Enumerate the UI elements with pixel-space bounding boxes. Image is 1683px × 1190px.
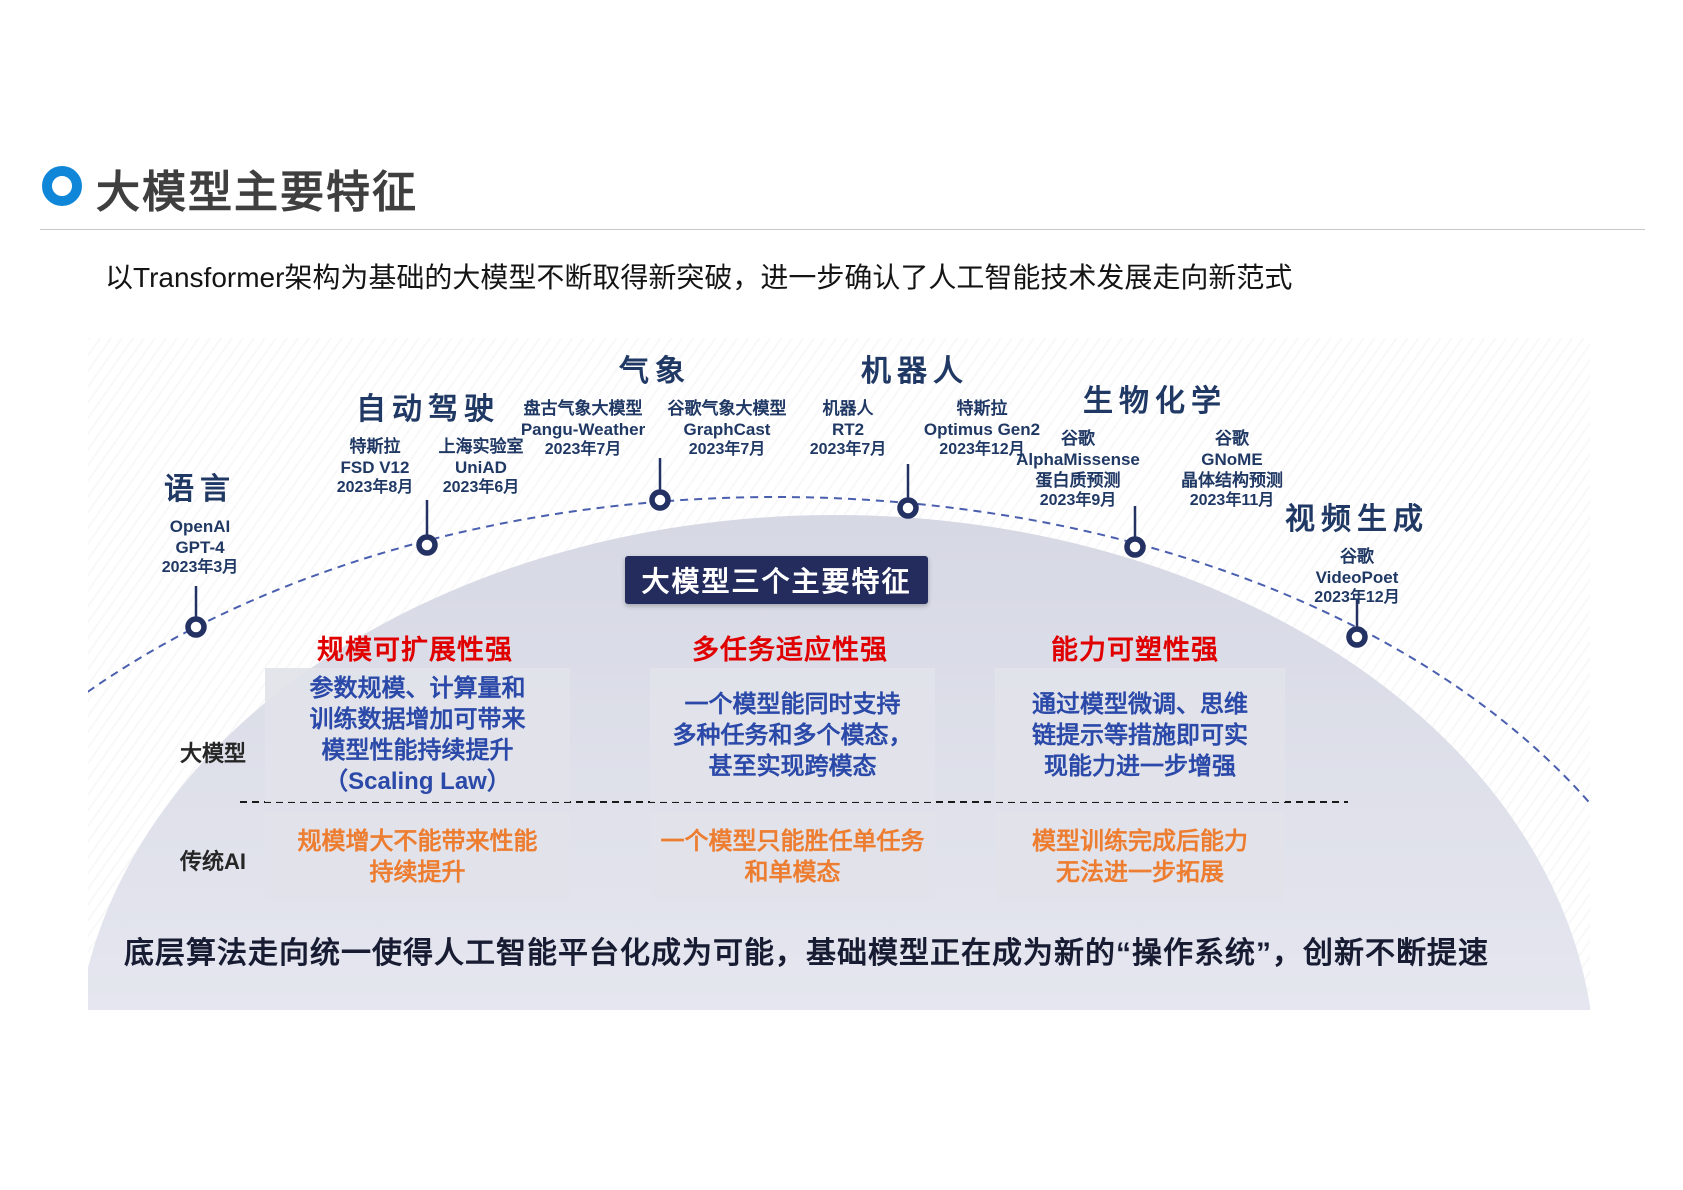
timeline-entry: 盘古气象大模型 Pangu-Weather 2023年7月	[515, 398, 651, 460]
category-title: 气象	[619, 355, 691, 388]
entry-name: 特斯拉 FSD V12	[340, 437, 410, 477]
title-divider	[40, 229, 1645, 230]
timeline-entry: 上海实验室 UniAD 2023年6月	[432, 436, 530, 498]
timeline-category-video-generation: 视频生成 谷歌 VideoPoet 2023年12月	[1277, 494, 1437, 608]
row-label-large-model: 大模型	[179, 741, 246, 766]
entry-date: 2023年7月	[544, 441, 622, 458]
traditional-ai-box-scalability: 规模增大不能带来性能 持续提升	[265, 812, 570, 902]
large-model-box-plasticity: 通过模型微调、思维 链提示等措施即可实 现能力进一步增强	[995, 668, 1285, 802]
timeline-entry: 谷歌 VideoPoet 2023年12月	[1277, 546, 1437, 608]
timeline-category-language: 语言 OpenAI GPT-4 2023年3月	[120, 464, 280, 578]
timeline-entry: 谷歌气象大模型 GraphCast 2023年7月	[659, 398, 795, 460]
entry-date: 2023年6月	[442, 479, 520, 496]
entry-date: 2023年11月	[1189, 492, 1275, 509]
feature-title-plasticity: 能力可塑性强	[1051, 635, 1219, 665]
entry-name: 谷歌 GNoME 晶体结构预测	[1181, 429, 1283, 490]
large-model-box-multitask: 一个模型能同时支持 多种任务和多个模态， 甚至实现跨模态	[650, 668, 935, 802]
bottom-statement: 底层算法走向统一使得人工智能平台化成为可能，基础模型正在成为新的“操作系统”，创…	[124, 937, 1489, 970]
marker-stems	[194, 458, 1359, 628]
entry-date: 2023年12月	[939, 441, 1025, 458]
category-title: 语言	[164, 473, 236, 506]
title-bullet-icon	[42, 166, 82, 206]
traditional-ai-box-multitask: 一个模型只能胜任单任务 和单模态	[650, 812, 935, 902]
entry-name: 上海实验室 UniAD	[438, 437, 524, 477]
timeline-category-robotics: 机器人 机器人 RT2 2023年7月 特斯拉 Optimus Gen2 202…	[785, 346, 1045, 460]
entry-name: 谷歌 AlphaMissense 蛋白质预测	[1016, 429, 1140, 490]
subtitle: 以Transformer架构为基础的大模型不断取得新突破，进一步确认了人工智能技…	[105, 262, 1293, 293]
large-model-box-scalability: 参数规模、计算量和 训练数据增加可带来 模型性能持续提升 （Scaling La…	[265, 668, 570, 802]
entry-name: 谷歌 VideoPoet	[1315, 547, 1399, 587]
timeline-category-biochemistry: 生物化学 谷歌 AlphaMissense 蛋白质预测 2023年9月 谷歌 G…	[1005, 376, 1305, 511]
traditional-ai-box-plasticity: 模型训练完成后能力 无法进一步拓展	[995, 812, 1285, 902]
entry-name: 机器人 RT2	[822, 399, 874, 439]
timeline-entry: 特斯拉 Optimus Gen2 2023年12月	[919, 398, 1045, 460]
timeline-entry: 谷歌 AlphaMissense 蛋白质预测 2023年9月	[1005, 428, 1151, 511]
entry-date: 2023年9月	[1039, 492, 1117, 509]
banner-three-features: 大模型三个主要特征	[625, 556, 928, 604]
timeline-category-weather: 气象 盘古气象大模型 Pangu-Weather 2023年7月 谷歌气象大模型…	[515, 346, 795, 460]
timeline-diagram: 语言 OpenAI GPT-4 2023年3月 自动驾驶 特斯拉 FSD V12…	[88, 338, 1590, 1010]
timeline-category-autonomous-driving: 自动驾驶 特斯拉 FSD V12 2023年8月 上海实验室 UniAD 202…	[326, 384, 530, 498]
timeline-entry: 机器人 RT2 2023年7月	[785, 398, 911, 460]
page-title: 大模型主要特征	[96, 168, 418, 217]
category-title: 机器人	[861, 355, 969, 388]
entry-date: 2023年8月	[336, 479, 414, 496]
timeline-marker-dots	[185, 489, 1368, 648]
row-label-traditional-ai: 传统AI	[179, 849, 246, 874]
timeline-entry: 谷歌 GNoME 晶体结构预测 2023年11月	[1159, 428, 1305, 511]
entry-date: 2023年7月	[688, 441, 766, 458]
category-title: 视频生成	[1285, 503, 1429, 536]
feature-title-multitask: 多任务适应性强	[692, 635, 888, 665]
entry-name: OpenAI GPT-4	[169, 517, 231, 557]
category-title: 生物化学	[1083, 385, 1227, 418]
timeline-entry: OpenAI GPT-4 2023年3月	[120, 516, 280, 578]
entry-name: 盘古气象大模型 Pangu-Weather	[520, 399, 646, 439]
entry-name: 谷歌气象大模型 GraphCast	[667, 399, 787, 439]
category-title: 自动驾驶	[356, 393, 500, 426]
timeline-entry: 特斯拉 FSD V12 2023年8月	[326, 436, 424, 498]
entry-date: 2023年7月	[809, 441, 887, 458]
entry-date: 2023年3月	[161, 559, 239, 576]
entry-name: 特斯拉 Optimus Gen2	[923, 399, 1041, 439]
feature-title-scalability: 规模可扩展性强	[317, 635, 513, 665]
entry-date: 2023年12月	[1314, 589, 1400, 606]
